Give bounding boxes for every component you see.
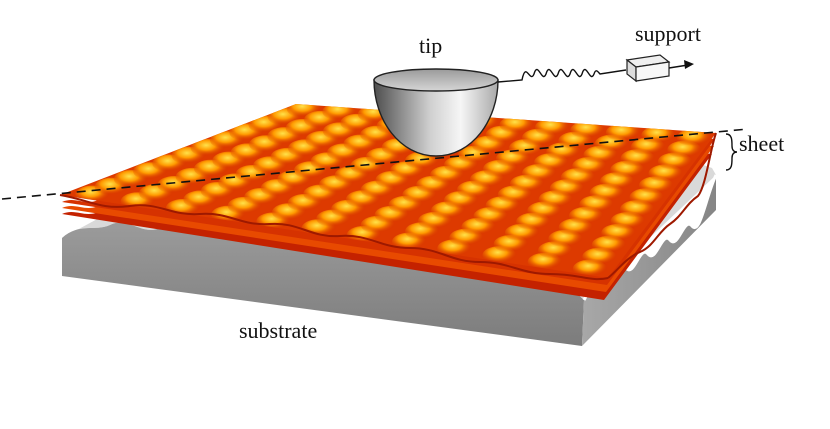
substrate-front-face bbox=[62, 222, 584, 346]
tip-body bbox=[373, 79, 499, 157]
sheet-stack bbox=[59, 104, 717, 300]
substrate-side-face bbox=[582, 175, 716, 346]
tip-label: tip bbox=[419, 33, 442, 58]
sheet-bump bbox=[605, 123, 640, 142]
sheet-side-edge bbox=[607, 132, 717, 279]
support-box bbox=[625, 54, 671, 83]
tip bbox=[373, 68, 499, 157]
sheet-bump bbox=[641, 126, 676, 145]
tip-top-face bbox=[373, 68, 499, 92]
sheet-label: sheet bbox=[739, 131, 784, 156]
support-label: support bbox=[635, 21, 701, 46]
pull-arrow-head bbox=[684, 60, 694, 69]
sheet-brace bbox=[725, 133, 738, 171]
sheet-bump bbox=[499, 115, 534, 134]
sheet-bump bbox=[535, 118, 569, 137]
sheet-bump bbox=[676, 128, 711, 147]
spring bbox=[497, 68, 627, 83]
substrate-label: substrate bbox=[239, 318, 317, 343]
sheet-bump bbox=[570, 120, 605, 139]
sliding-direction-line bbox=[1, 128, 749, 200]
sheet-front-edge bbox=[59, 194, 609, 281]
